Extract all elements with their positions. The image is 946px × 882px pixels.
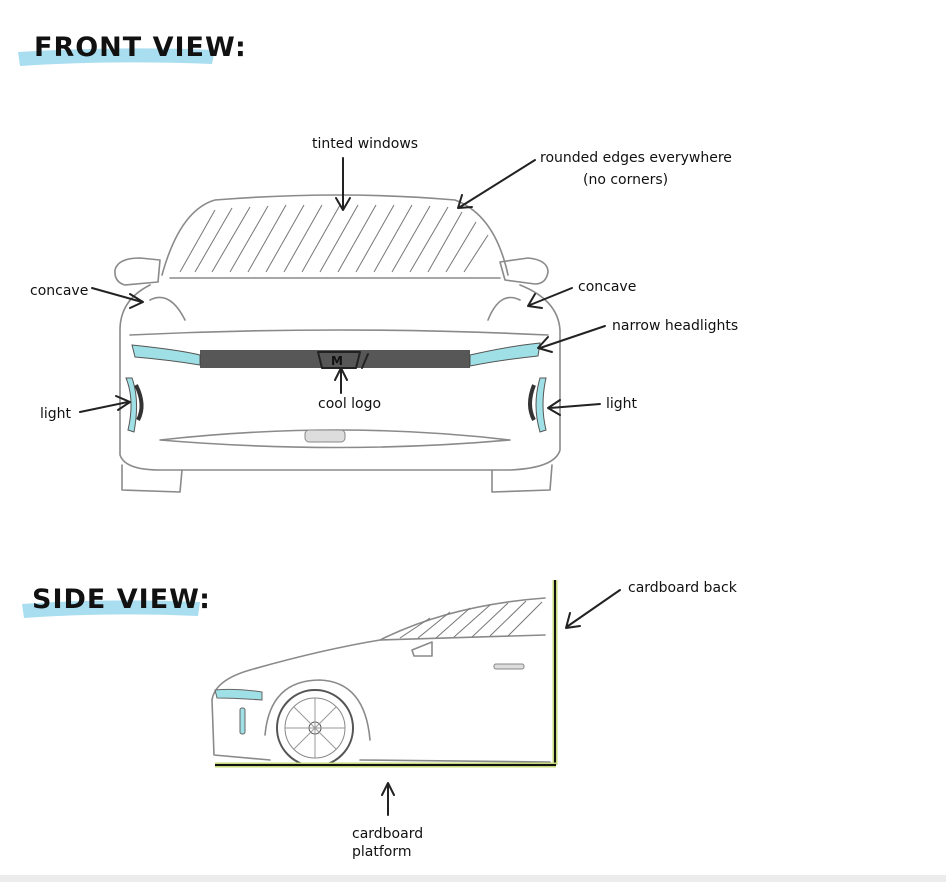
label-rounded-edges: rounded edges everywhere <box>540 150 732 166</box>
title-highlight <box>18 48 215 66</box>
label-platform: platform <box>352 844 412 860</box>
bottom-strip <box>0 875 946 882</box>
front-view-heading: FRONT VIEW: <box>18 32 247 66</box>
label-narrow-headlights: narrow headlights <box>612 318 738 334</box>
label-light-left: light <box>40 406 72 422</box>
side-view-title: SIDE VIEW: <box>32 584 211 615</box>
car-logo: M <box>331 354 343 368</box>
tinted-windshield-hatching <box>179 204 489 273</box>
label-light-right: light <box>606 396 638 412</box>
side-view-heading: SIDE VIEW: <box>22 584 211 618</box>
front-car-drawing: M <box>114 194 561 493</box>
label-cool-logo: cool logo <box>318 396 381 412</box>
label-concave-right: concave <box>578 279 636 295</box>
front-view-title: FRONT VIEW: <box>34 32 247 63</box>
label-cardboard: cardboard <box>352 826 423 842</box>
side-annotations: cardboard back cardboard platform <box>352 580 738 860</box>
label-no-corners: (no corners) <box>583 172 668 188</box>
side-car-drawing <box>211 580 558 768</box>
side-wheel <box>276 689 354 767</box>
label-tinted-windows: tinted windows <box>312 136 418 152</box>
label-cardboard-back: cardboard back <box>628 580 738 596</box>
front-annotations: tinted windows rounded edges everywhere … <box>30 136 738 422</box>
label-concave-left: concave <box>30 283 88 299</box>
